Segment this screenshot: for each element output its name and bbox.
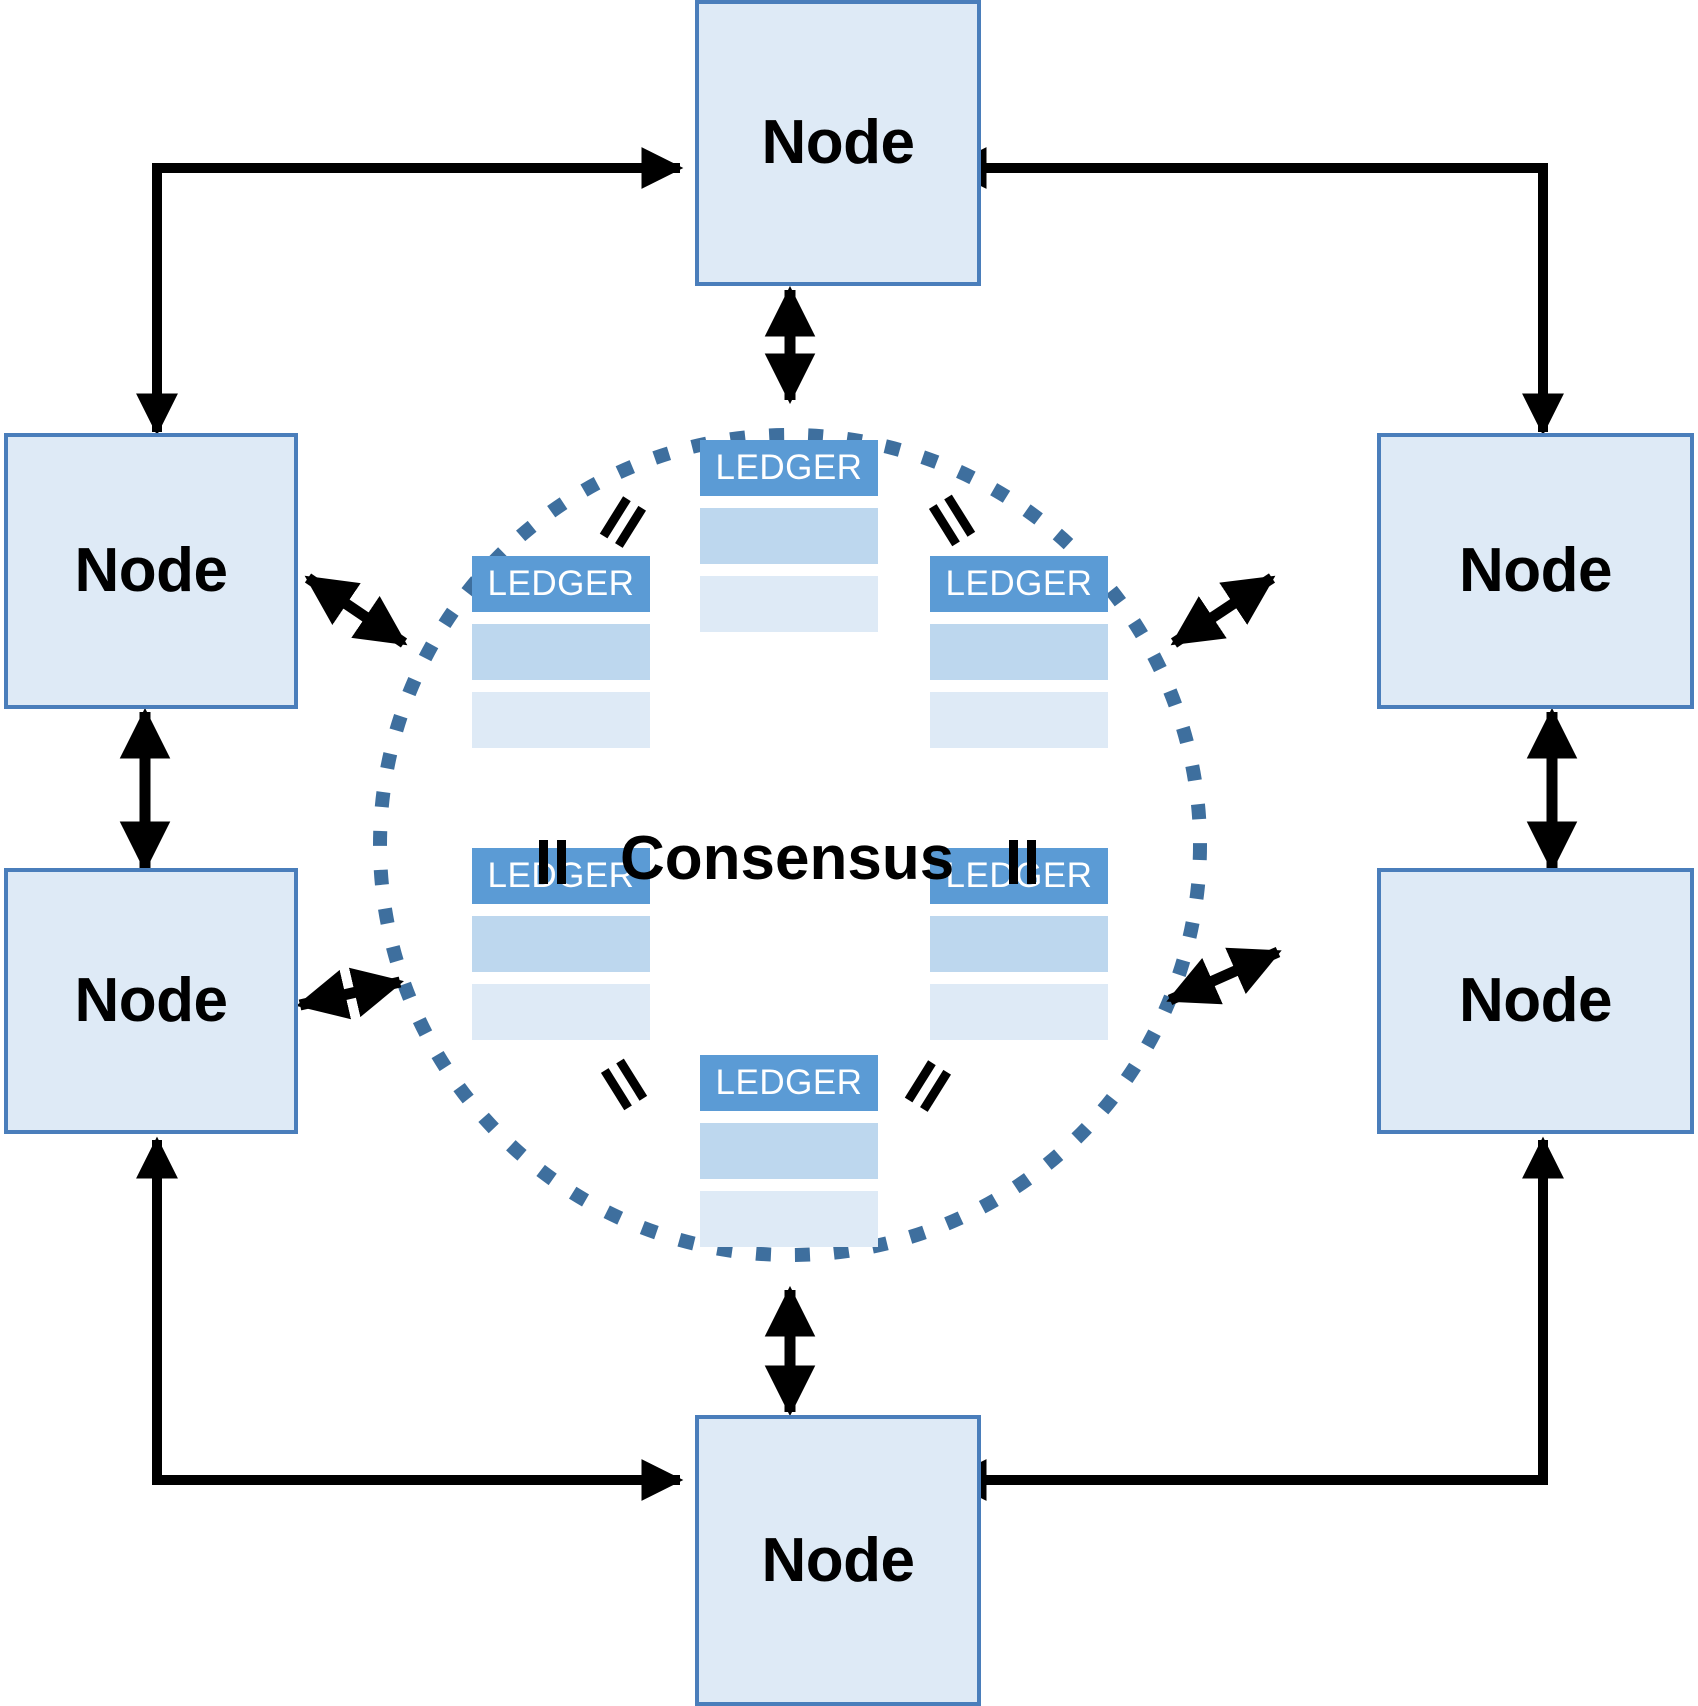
ledger-left-upper-row-2 bbox=[472, 692, 650, 748]
node-left-lower[interactable]: Node bbox=[4, 868, 298, 1134]
node-top[interactable]: Node bbox=[695, 0, 981, 286]
node-left-lower-label: Node bbox=[74, 966, 229, 1035]
consensus-label: Consensus bbox=[620, 824, 955, 893]
node-left-upper-label: Node bbox=[74, 536, 229, 605]
ledger-right-lower[interactable]: LEDGER bbox=[930, 848, 1108, 1040]
ledger-bottom-row-1 bbox=[700, 1123, 878, 1179]
node-bottom[interactable]: Node bbox=[695, 1415, 981, 1706]
node-right-upper-label: Node bbox=[1459, 536, 1613, 605]
ledger-top[interactable]: LEDGER bbox=[700, 440, 878, 632]
ledger-bottom[interactable]: LEDGER bbox=[700, 1055, 878, 1247]
ledger-right-lower-row-1 bbox=[930, 916, 1108, 972]
ledger-top-header: LEDGER bbox=[700, 440, 878, 496]
conn-right-upper-top bbox=[944, 147, 1564, 436]
ledger-right-upper[interactable]: LEDGER bbox=[930, 556, 1108, 748]
ledger-top-row-2 bbox=[700, 576, 878, 632]
equals-mid-right bbox=[1000, 840, 1046, 886]
ledger-right-upper-row-2 bbox=[930, 692, 1108, 748]
node-right-lower[interactable]: Node bbox=[1377, 868, 1694, 1134]
conn-right-lower-bottom bbox=[944, 1136, 1564, 1501]
ledger-right-upper-row-1 bbox=[930, 624, 1108, 680]
ledger-right-upper-header: LEDGER bbox=[930, 556, 1108, 612]
node-bottom-label: Node bbox=[761, 1525, 916, 1595]
ledger-left-lower-row-2 bbox=[472, 984, 650, 1040]
conn-consensus-right-upper bbox=[1170, 573, 1276, 648]
ledger-bottom-row-2 bbox=[700, 1191, 878, 1247]
conn-consensus-left-lower bbox=[296, 967, 404, 1020]
conn-consensus-left-upper bbox=[304, 573, 408, 648]
ledger-top-row-1 bbox=[700, 508, 878, 564]
ledger-right-lower-header: LEDGER bbox=[930, 848, 1108, 904]
conn-left-lower-bottom bbox=[136, 1136, 684, 1501]
conn-consensus-right-lower bbox=[1166, 946, 1282, 1006]
consensus-circle bbox=[373, 428, 1207, 1262]
ledger-left-upper-header: LEDGER bbox=[472, 556, 650, 612]
ledger-left-lower-row-1 bbox=[472, 916, 650, 972]
ledger-left-upper-row-1 bbox=[472, 624, 650, 680]
node-top-label: Node bbox=[761, 108, 916, 177]
node-right-lower-label: Node bbox=[1459, 966, 1613, 1035]
equals-mid-left bbox=[530, 840, 576, 886]
ledger-right-lower-row-2 bbox=[930, 984, 1108, 1040]
ledger-left-upper[interactable]: LEDGER bbox=[472, 556, 650, 748]
conn-left-upper-top bbox=[136, 147, 684, 436]
node-left-upper[interactable]: Node bbox=[4, 433, 298, 709]
node-right-upper[interactable]: Node bbox=[1377, 433, 1694, 709]
ledger-bottom-header: LEDGER bbox=[700, 1055, 878, 1111]
